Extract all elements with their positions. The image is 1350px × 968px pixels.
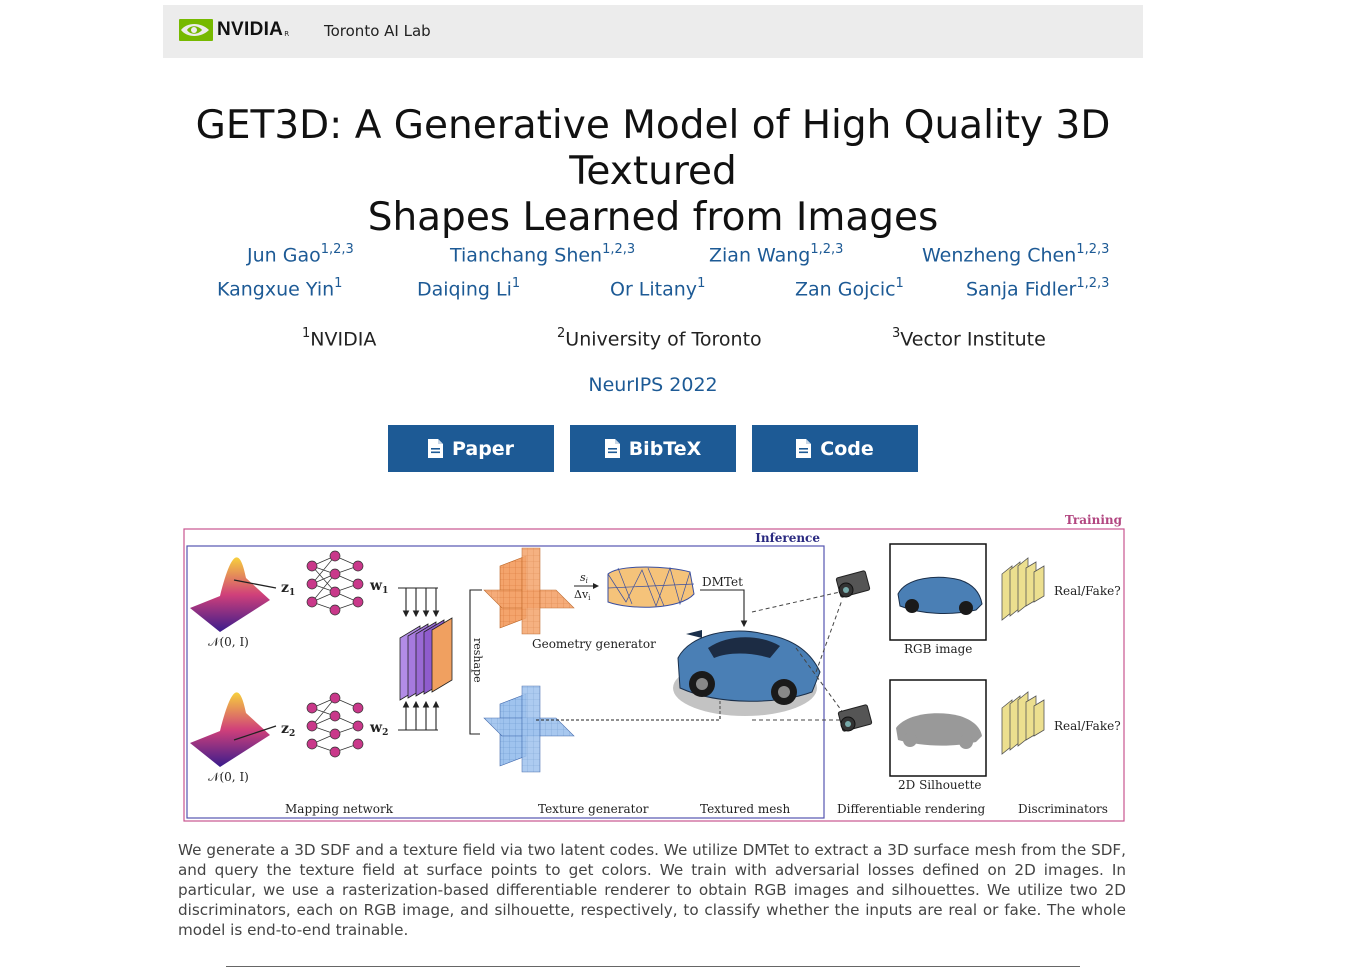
- author-link[interactable]: Sanja Fidler1,2,3: [966, 276, 1110, 301]
- affiliation: 3Vector Institute: [892, 326, 1046, 351]
- gaussian-distribution-top: [190, 557, 270, 632]
- author-link[interactable]: Wenzheng Chen1,2,3: [922, 242, 1110, 267]
- top-navbar: NVIDIA R Toronto AI Lab: [163, 5, 1143, 58]
- author-name: Wenzheng Chen: [922, 244, 1077, 267]
- inference-label: Inference: [755, 531, 820, 545]
- mapping-network-top: [306, 550, 364, 616]
- author-affiliation-marks: 1: [511, 276, 521, 291]
- author-link[interactable]: Zan Gojcic1: [795, 276, 904, 301]
- affiliation: 2University of Toronto: [557, 326, 762, 351]
- file-icon: [796, 439, 812, 458]
- reshape-label: reshape: [471, 638, 484, 683]
- w2-label: w2: [369, 720, 388, 738]
- author-affiliation-marks: 1,2,3: [1076, 242, 1110, 257]
- page-title: GET3D: A Generative Model of High Qualit…: [163, 103, 1143, 241]
- affiliation-number: 2: [557, 326, 566, 341]
- code-button[interactable]: Code: [752, 425, 918, 472]
- author-affiliation-marks: 1: [697, 276, 706, 291]
- feature-planes: [399, 617, 453, 701]
- author-affiliation-marks: 1,2,3: [320, 242, 354, 257]
- trademark-mark: R: [284, 30, 290, 38]
- bibtex-button[interactable]: BibTeX: [570, 425, 736, 472]
- z1-label: z1: [281, 580, 295, 598]
- affiliation-number: 3: [892, 326, 901, 341]
- author-name: Zan Gojcic: [795, 278, 896, 301]
- file-icon: [427, 439, 443, 458]
- author-link[interactable]: Daiqing Li1: [417, 276, 521, 301]
- silhouette-label: 2D Silhouette: [898, 778, 982, 792]
- affiliation-name: University of Toronto: [565, 328, 762, 351]
- author-affiliation-marks: 1,2,3: [810, 242, 844, 257]
- author-name: Sanja Fidler: [966, 278, 1077, 301]
- z2-label: z2: [281, 721, 295, 739]
- w1-label: w1: [369, 578, 388, 596]
- figure-caption: We generate a 3D SDF and a texture field…: [178, 841, 1126, 939]
- title-line-2: Shapes Learned from Images: [367, 195, 939, 240]
- inference-box: [186, 545, 825, 819]
- silhouette-panel: [889, 679, 987, 777]
- affiliation-number: 1: [302, 326, 311, 341]
- author-affiliation-marks: 1: [895, 276, 904, 291]
- author-affiliation-marks: 1,2,3: [602, 242, 636, 257]
- affiliation: 1NVIDIA: [302, 326, 377, 351]
- nvidia-wordmark: NVIDIA: [217, 19, 284, 40]
- training-box: [183, 528, 1125, 822]
- tetrahedral-mesh: [607, 566, 695, 608]
- discriminators-label: Discriminators: [1018, 802, 1108, 816]
- textured-car-mesh: [673, 630, 821, 716]
- author-link[interactable]: Zian Wang1,2,3: [709, 242, 844, 267]
- si-label: si: [580, 571, 588, 585]
- textured-mesh-label: Textured mesh: [700, 802, 790, 816]
- texture-generator-planes: [483, 685, 575, 773]
- file-icon: [604, 439, 620, 458]
- author-affiliation-marks: 1,2,3: [1076, 276, 1110, 291]
- rgb-image-label: RGB image: [904, 642, 972, 656]
- gaussian-distribution-bottom: [190, 692, 270, 767]
- author-name: Or Litany: [610, 278, 698, 301]
- camera-icon-top: [835, 570, 871, 598]
- code-button-label: Code: [820, 437, 874, 460]
- section-divider: [226, 966, 1080, 967]
- texture-generator-label: Texture generator: [538, 802, 649, 816]
- author-link[interactable]: Tianchang Shen1,2,3: [450, 242, 636, 267]
- differentiable-rendering-label: Differentiable rendering: [837, 802, 986, 816]
- mapping-network-bottom: [306, 692, 364, 758]
- venue-link[interactable]: NeurIPS 2022: [588, 374, 718, 396]
- author-name: Tianchang Shen: [450, 244, 603, 267]
- nvidia-logo[interactable]: NVIDIA R: [179, 19, 289, 41]
- normal-label-bottom: 𝒩(0, I): [208, 770, 249, 784]
- normal-label-top: 𝒩(0, I): [208, 635, 249, 649]
- dmtet-label: DMTet: [702, 575, 743, 589]
- author-name: Zian Wang: [709, 244, 811, 267]
- author-name: Daiqing Li: [417, 278, 512, 301]
- bibtex-button-label: BibTeX: [628, 437, 702, 460]
- author-link[interactable]: Or Litany1: [610, 276, 706, 301]
- real-fake-label-top: Real/Fake?: [1054, 584, 1121, 598]
- nvidia-eye-icon: [179, 19, 213, 41]
- discriminator-bottom: [1001, 691, 1045, 755]
- author-affiliation-marks: 1: [334, 276, 343, 291]
- rgb-image-panel: [889, 543, 987, 641]
- discriminator-top: [1001, 557, 1045, 621]
- paper-button[interactable]: Paper: [388, 425, 554, 472]
- real-fake-label-bottom: Real/Fake?: [1054, 719, 1121, 733]
- author-link[interactable]: Jun Gao1,2,3: [247, 242, 354, 267]
- training-label: Training: [1065, 513, 1123, 527]
- mapping-network-label: Mapping network: [285, 802, 394, 816]
- lab-name[interactable]: Toronto AI Lab: [324, 22, 431, 40]
- geometry-generator-planes: [483, 547, 575, 635]
- paper-button-label: Paper: [451, 437, 515, 460]
- author-name: Jun Gao: [247, 244, 321, 267]
- affiliation-name: Vector Institute: [900, 328, 1046, 351]
- author-link[interactable]: Kangxue Yin1: [217, 276, 343, 301]
- camera-icon-bottom: [837, 704, 873, 732]
- author-name: Kangxue Yin: [217, 278, 335, 301]
- title-line-1: GET3D: A Generative Model of High Qualit…: [195, 103, 1111, 194]
- architecture-figure: Training Inference 𝒩(0, I) 𝒩(0, I) z1 z2…: [183, 513, 1125, 822]
- dvi-label: Δvi: [574, 588, 591, 602]
- geometry-generator-label: Geometry generator: [532, 637, 656, 651]
- affiliation-name: NVIDIA: [310, 328, 377, 351]
